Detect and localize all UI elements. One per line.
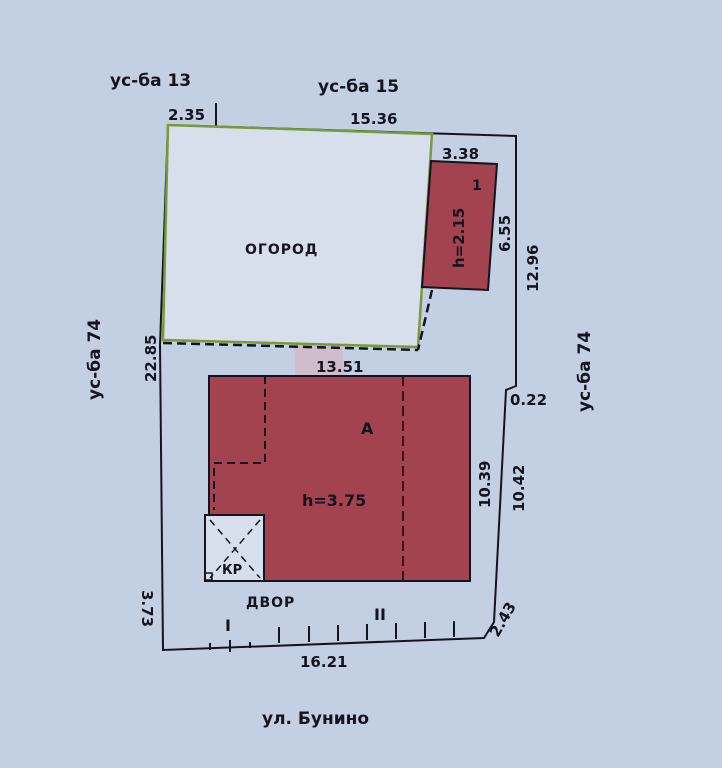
dim-bottom-right-diag: 2.43 <box>486 599 520 640</box>
street-label: ул. Бунино <box>262 709 369 729</box>
fence-ticks <box>209 621 455 652</box>
porch-label: КР <box>222 563 242 578</box>
gate-2-label: II <box>374 605 386 624</box>
neighbor-left: ус-ба 74 <box>85 319 105 400</box>
fence-dashed-bottom <box>162 341 419 352</box>
outbuilding-number: 1 <box>472 178 482 194</box>
house-letter: А <box>361 419 374 438</box>
dim-right-lower: 10.42 <box>510 465 528 512</box>
yard-label: ДВОР <box>246 595 295 611</box>
outbuilding-height: h=2.15 <box>450 208 468 268</box>
house-inner-dashed <box>213 376 266 510</box>
dim-right-jog: 0.22 <box>510 391 547 409</box>
dim-outbuilding-top: 3.38 <box>442 145 479 163</box>
porch-step <box>204 572 213 581</box>
neighbor-right: ус-ба 74 <box>575 331 595 412</box>
gate-1-label: I <box>225 616 231 635</box>
parcel-boundary <box>158 124 517 652</box>
porch <box>204 514 265 582</box>
dim-house-depth: 10.39 <box>476 461 494 508</box>
outbuilding-1 <box>420 159 499 292</box>
fence-dashed-right <box>416 289 434 351</box>
garden-area <box>161 123 434 349</box>
dim-left-lower: 3.73 <box>138 590 156 627</box>
neighbor-top-left: ус-ба 13 <box>110 71 191 91</box>
dim-top-left-offset: 2.35 <box>168 106 205 124</box>
dim-bottom: 16.21 <box>300 653 347 671</box>
house-height: h=3.75 <box>302 491 366 510</box>
dim-house-width: 13.51 <box>316 358 363 376</box>
dim-right-upper: 12.96 <box>524 245 542 292</box>
dim-top: 15.36 <box>350 110 397 128</box>
neighbor-top-right: ус-ба 15 <box>318 77 399 97</box>
garden-label: ОГОРОД <box>245 242 318 258</box>
porch-cross-2 <box>209 519 261 579</box>
dim-outbuilding-side: 6.55 <box>496 215 514 252</box>
dim-left: 22.85 <box>142 335 160 382</box>
